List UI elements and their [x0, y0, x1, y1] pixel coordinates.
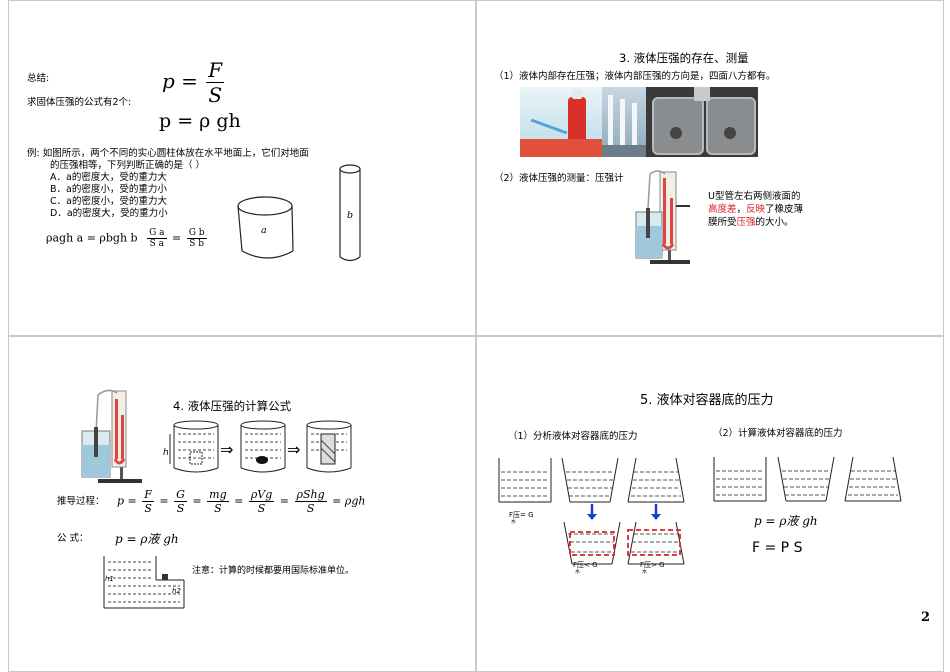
slide-frame-top-left [8, 0, 476, 336]
down-arrow-icon [587, 504, 597, 520]
slide3-title: 4. 液体压强的计算公式 [173, 399, 292, 413]
force-equal-sub: 水 [511, 519, 517, 525]
option-c: C．a的密度小，受的重力大 [50, 196, 167, 207]
water-bottle-photo [520, 87, 602, 157]
pressure-gauge-apparatus [81, 389, 142, 483]
page-number: 2 [921, 610, 931, 625]
slide-frame-top-right [476, 0, 944, 336]
cylinder-b-label: b [347, 210, 354, 221]
example-line-2: 的压强相等，下列判断正确的是（ ） [50, 160, 206, 171]
slide4-sub2: （2）计算液体对容器底的压力 [713, 428, 843, 439]
calc-wide-bottom-container-drawing [844, 456, 902, 502]
force-less-sub: 水 [575, 569, 581, 575]
narrow-bottom-container-drawing [561, 457, 619, 503]
cylinder-a-drawing [237, 196, 294, 259]
h2-label: h2 [172, 587, 181, 595]
gauge-note-line1: U型管左右两侧液面的 [708, 191, 801, 202]
wide-bottom-container-drawing [627, 457, 685, 503]
depth-h-label: h [163, 448, 169, 458]
formula-intro: 求固体压强的公式有2个: [27, 97, 132, 108]
example-line-1: 例: 如图所示，两个不同的实心圆柱体放在水平地面上，它们对地面 [27, 148, 309, 159]
slide4-sub1: （1）分析液体对容器底的压力 [508, 431, 638, 442]
beaker-1-drawing [169, 420, 219, 473]
cylinder-a-label: a [261, 225, 267, 236]
fountain-photo [602, 87, 646, 157]
summary-label: 总结: [27, 73, 50, 84]
arrow-1: ⇒ [220, 440, 234, 459]
pressure-gauge-drawing [635, 170, 690, 264]
container-depth-drawing [103, 556, 185, 609]
sink-photo [646, 87, 758, 157]
formula-label: 公 式： [57, 533, 89, 544]
derivation-label: 推导过程： [57, 496, 105, 507]
slide-frame-bottom-right [476, 336, 944, 672]
pressure-formula-rhogh: p = ρ gh [159, 110, 241, 132]
units-note: 注意：计算的时候都要用国际标准单位。 [192, 566, 355, 576]
h1-label: h1 [105, 575, 114, 583]
slide2-title: 3. 液体压强的存在、测量 [619, 51, 749, 65]
option-a: A．a的密度大，受的重力大 [50, 172, 167, 183]
force-less-label: F压< G [573, 561, 598, 569]
formula-denominator: S [208, 83, 223, 107]
down-arrow-icon [651, 504, 661, 520]
option-b: B．a的密度小，受的重力小 [50, 184, 167, 195]
cylinder-b-drawing [339, 164, 361, 262]
beaker-2-drawing [240, 420, 286, 473]
gauge-note-line3: 膜所受压强的大小。 [708, 217, 794, 228]
force-greater-label: F压> G [640, 561, 665, 569]
calc-narrow-bottom-container-drawing [777, 456, 835, 502]
slide2-item2: （2）液体压强的测量：压强计 [494, 173, 624, 184]
calc-pressure-formula: p = ρ液 gh [754, 514, 818, 528]
force-greater-sub: 水 [642, 569, 648, 575]
narrow-bottom-comparison-drawing [563, 521, 621, 565]
slide4-title: 5. 液体对容器底的压力 [640, 393, 774, 408]
gauge-note-line2: 高度差，反映了橡皮薄 [708, 204, 804, 215]
calc-straight-container-drawing [713, 457, 767, 502]
calc-force-formula: F = P S [752, 540, 803, 556]
arrow-2: ⇒ [287, 440, 301, 459]
option-d: D．a的密度大，受的重力小 [50, 208, 168, 219]
formula-numerator: F [206, 58, 225, 83]
beaker-3-drawing [306, 420, 352, 473]
straight-container-drawing [498, 458, 552, 503]
liquid-pressure-formula: p = ρ液 gh [115, 532, 179, 546]
force-equal-label: F压= G [509, 511, 534, 519]
wide-bottom-comparison-drawing [627, 521, 685, 565]
slide2-item1: （1）液体内部存在压强；液体内部压强的方向是，四面八方都有。 [494, 71, 776, 82]
